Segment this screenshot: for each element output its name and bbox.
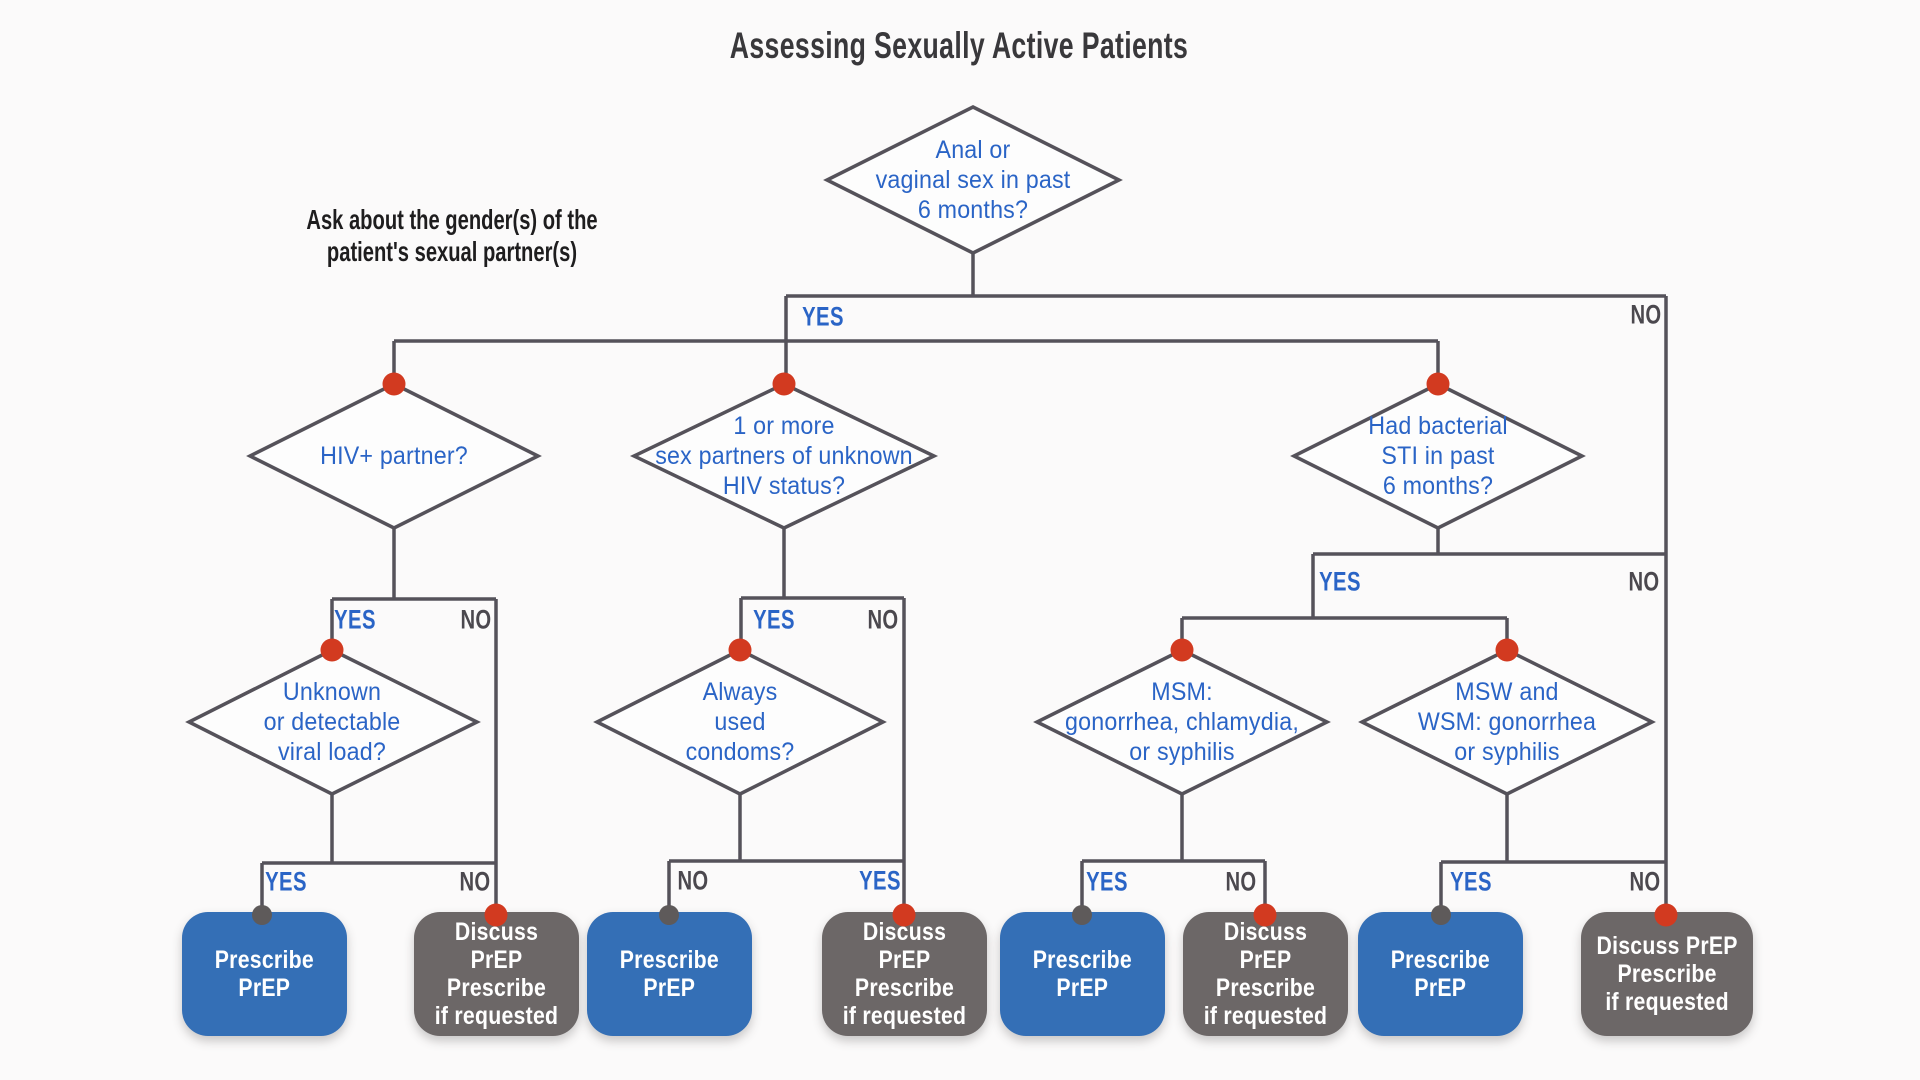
junction-dot-red	[1426, 372, 1450, 396]
label-no-msw-wsm-sti: NO	[1629, 866, 1661, 897]
outcome-label: Prescribe PrEP	[214, 946, 315, 1002]
label-no-viral-load: NO	[459, 866, 491, 897]
outcome-prescribe-4: Prescribe PrEP	[1358, 912, 1523, 1036]
outcome-discuss-2: Discuss PrEP Prescribe if requested	[822, 912, 987, 1036]
page-title: Assessing Sexually Active Patients	[729, 25, 1189, 66]
junction-dot-gray	[659, 905, 679, 925]
diamond-condoms	[593, 648, 887, 796]
junction-dot-gray	[1072, 905, 1092, 925]
label-no-initial: NO	[1630, 299, 1662, 330]
label-yes-viral-load: YES	[265, 866, 307, 897]
junction-dot-red	[1253, 903, 1277, 927]
outcome-prescribe-1: Prescribe PrEP	[182, 912, 347, 1036]
label-yes-bacterial-sti: YES	[1319, 566, 1361, 597]
question-hiv-partner: HIV+ partner?	[320, 442, 468, 470]
label-no-unknown-status: NO	[867, 604, 899, 635]
junction-dot-gray	[1431, 905, 1451, 925]
outcome-label: Prescribe PrEP	[619, 946, 720, 1002]
outcome-discuss-3: Discuss PrEP Prescribe if requested	[1183, 912, 1348, 1036]
label-no-hiv-partner: NO	[460, 604, 492, 635]
junction-dot-gray	[252, 905, 272, 925]
question-bacterial-sti: Had bacterial STI in past 6 months?	[1368, 412, 1508, 500]
outcome-label: Discuss PrEP Prescribe if requested	[434, 918, 559, 1030]
question-condoms: Always used condoms?	[685, 678, 795, 766]
junction-dot-red	[772, 372, 796, 396]
outcome-label: Prescribe PrEP	[1390, 946, 1491, 1002]
diamond-msw-wsm-sti	[1358, 648, 1656, 796]
outcome-prescribe-3: Prescribe PrEP	[1000, 912, 1165, 1036]
outcome-label: Prescribe PrEP	[1032, 946, 1133, 1002]
connector-lines	[260, 253, 1668, 915]
label-yes-msm-sti: YES	[1086, 866, 1128, 897]
junction-dot-red	[1170, 638, 1194, 662]
junction-dot-red	[320, 638, 344, 662]
question-unknown-status-partners: 1 or more sex partners of unknown HIV st…	[655, 412, 913, 500]
junction-dot-red	[1654, 903, 1678, 927]
diamond-viral-load	[185, 648, 481, 796]
junction-dot-red	[484, 903, 508, 927]
label-yes-hiv-partner: YES	[334, 604, 376, 635]
label-no-msm-sti: NO	[1225, 866, 1257, 897]
outcome-label: Discuss PrEP Prescribe if requested	[1203, 918, 1328, 1030]
junction-dot-red	[382, 372, 406, 396]
label-yes-condoms: YES	[859, 865, 901, 896]
diamond-msm-sti	[1033, 648, 1331, 796]
question-initial: Anal or vaginal sex in past 6 months?	[875, 136, 1071, 224]
outcome-prescribe-2: Prescribe PrEP	[587, 912, 752, 1036]
question-msw-wsm-sti: MSW and WSM: gonorrhea or syphilis	[1417, 678, 1597, 766]
diamond-unknown-status-partners	[629, 382, 939, 530]
label-no-condoms: NO	[677, 865, 709, 896]
outcome-label: Discuss PrEP Prescribe if requested	[1596, 932, 1738, 1016]
junction-dot-red	[1495, 638, 1519, 662]
label-yes-msw-wsm-sti: YES	[1450, 866, 1492, 897]
outcome-label: Discuss PrEP Prescribe if requested	[842, 918, 967, 1030]
label-no-bacterial-sti: NO	[1628, 566, 1660, 597]
outcome-discuss-4: Discuss PrEP Prescribe if requested	[1581, 912, 1753, 1036]
junction-dot-red	[892, 903, 916, 927]
outcome-discuss-1: Discuss PrEP Prescribe if requested	[414, 912, 579, 1036]
question-viral-load: Unknown or detectable viral load?	[263, 678, 401, 766]
diamond-bacterial-sti	[1290, 382, 1586, 530]
gender-note: Ask about the gender(s) of the patient's…	[306, 204, 598, 267]
junction-dot-red	[728, 638, 752, 662]
diamond-initial	[823, 105, 1123, 255]
question-msm-sti: MSM: gonorrhea, chlamydia, or syphilis	[1065, 678, 1299, 766]
label-yes-unknown-status: YES	[753, 604, 795, 635]
label-yes-initial: YES	[802, 301, 844, 332]
diamond-hiv-partner	[246, 382, 542, 530]
